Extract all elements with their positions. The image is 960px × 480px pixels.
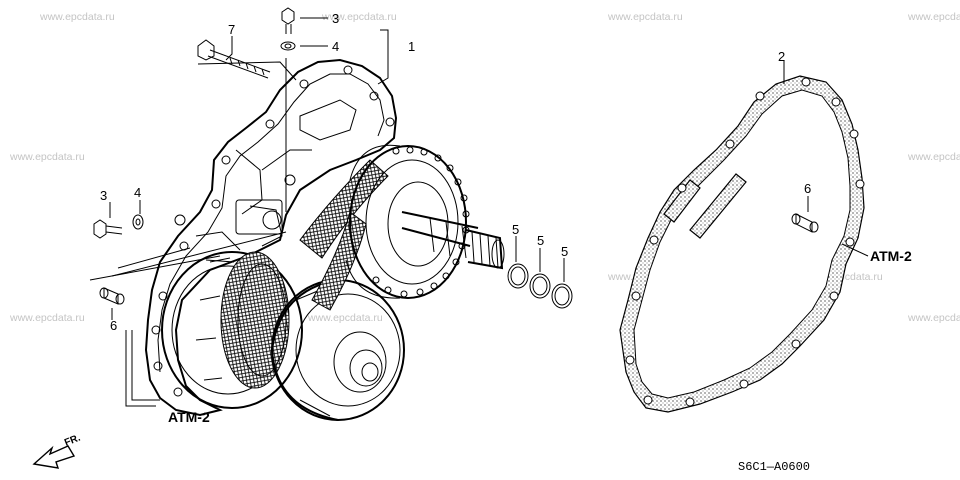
watermark: www.epcdata.ru [307,312,383,324]
callout-1: 1 [408,39,415,54]
side-bolt [93,214,144,239]
callout-3-top: 3 [332,11,339,26]
snap-rings [507,263,573,309]
watermark: www.epcdata.ru [9,312,85,324]
callout-5-a: 5 [512,222,519,237]
callout-6-right: 6 [804,181,811,196]
drive-drum [271,279,405,421]
front-label: FR. [63,432,82,448]
flange-bolt [197,39,271,79]
watermark: www.epcdata.ru [907,11,960,23]
transmission-housing [144,58,398,417]
callout-labels: 7 3 4 1 2 3 4 6 6 5 5 5 [100,11,811,333]
output-shaft [401,211,505,270]
callout-4-top: 4 [332,39,339,54]
front-arrow-icon [32,445,76,469]
dowel-pin-right [791,196,819,233]
watermark: www.epcdata.ru [321,11,397,23]
leader-lines [89,17,565,407]
ref-atm-right: ATM-2 [870,248,912,264]
watermark: www.epcdata.ru [907,151,960,163]
top-bolt [280,7,296,51]
watermark: www.epcdata.ru [9,151,85,163]
case-gasket [619,75,865,413]
diagram-code: S6C1—A0600 [738,460,810,474]
housing-flange [144,58,398,417]
gasket-ref-leader [841,243,869,257]
housing-boss-hole [262,210,282,230]
ref-atm-left: ATM-2 [168,409,210,425]
gasket-bolt-holes [625,77,865,407]
front-direction-marker: FR. [32,432,82,469]
callout-7: 7 [228,22,235,37]
dowel-pin [99,287,125,305]
watermark: www.epcdata.ru [39,11,115,23]
watermark: www.epcdata.ru [607,11,683,23]
housing-boss [235,199,283,235]
callout-2: 2 [778,49,785,64]
callout-4-side: 4 [134,185,141,200]
callout-5-c: 5 [561,244,568,259]
callout-6-left: 6 [110,318,117,333]
flange-bolt-holes [151,65,395,397]
driven-pulley [345,144,467,299]
housing-ribs [195,99,357,263]
housing-inner-edge [157,73,385,373]
watermark: www.epcdata.ru [907,312,960,324]
callout-3-side: 3 [100,188,107,203]
callout-5-b: 5 [537,233,544,248]
